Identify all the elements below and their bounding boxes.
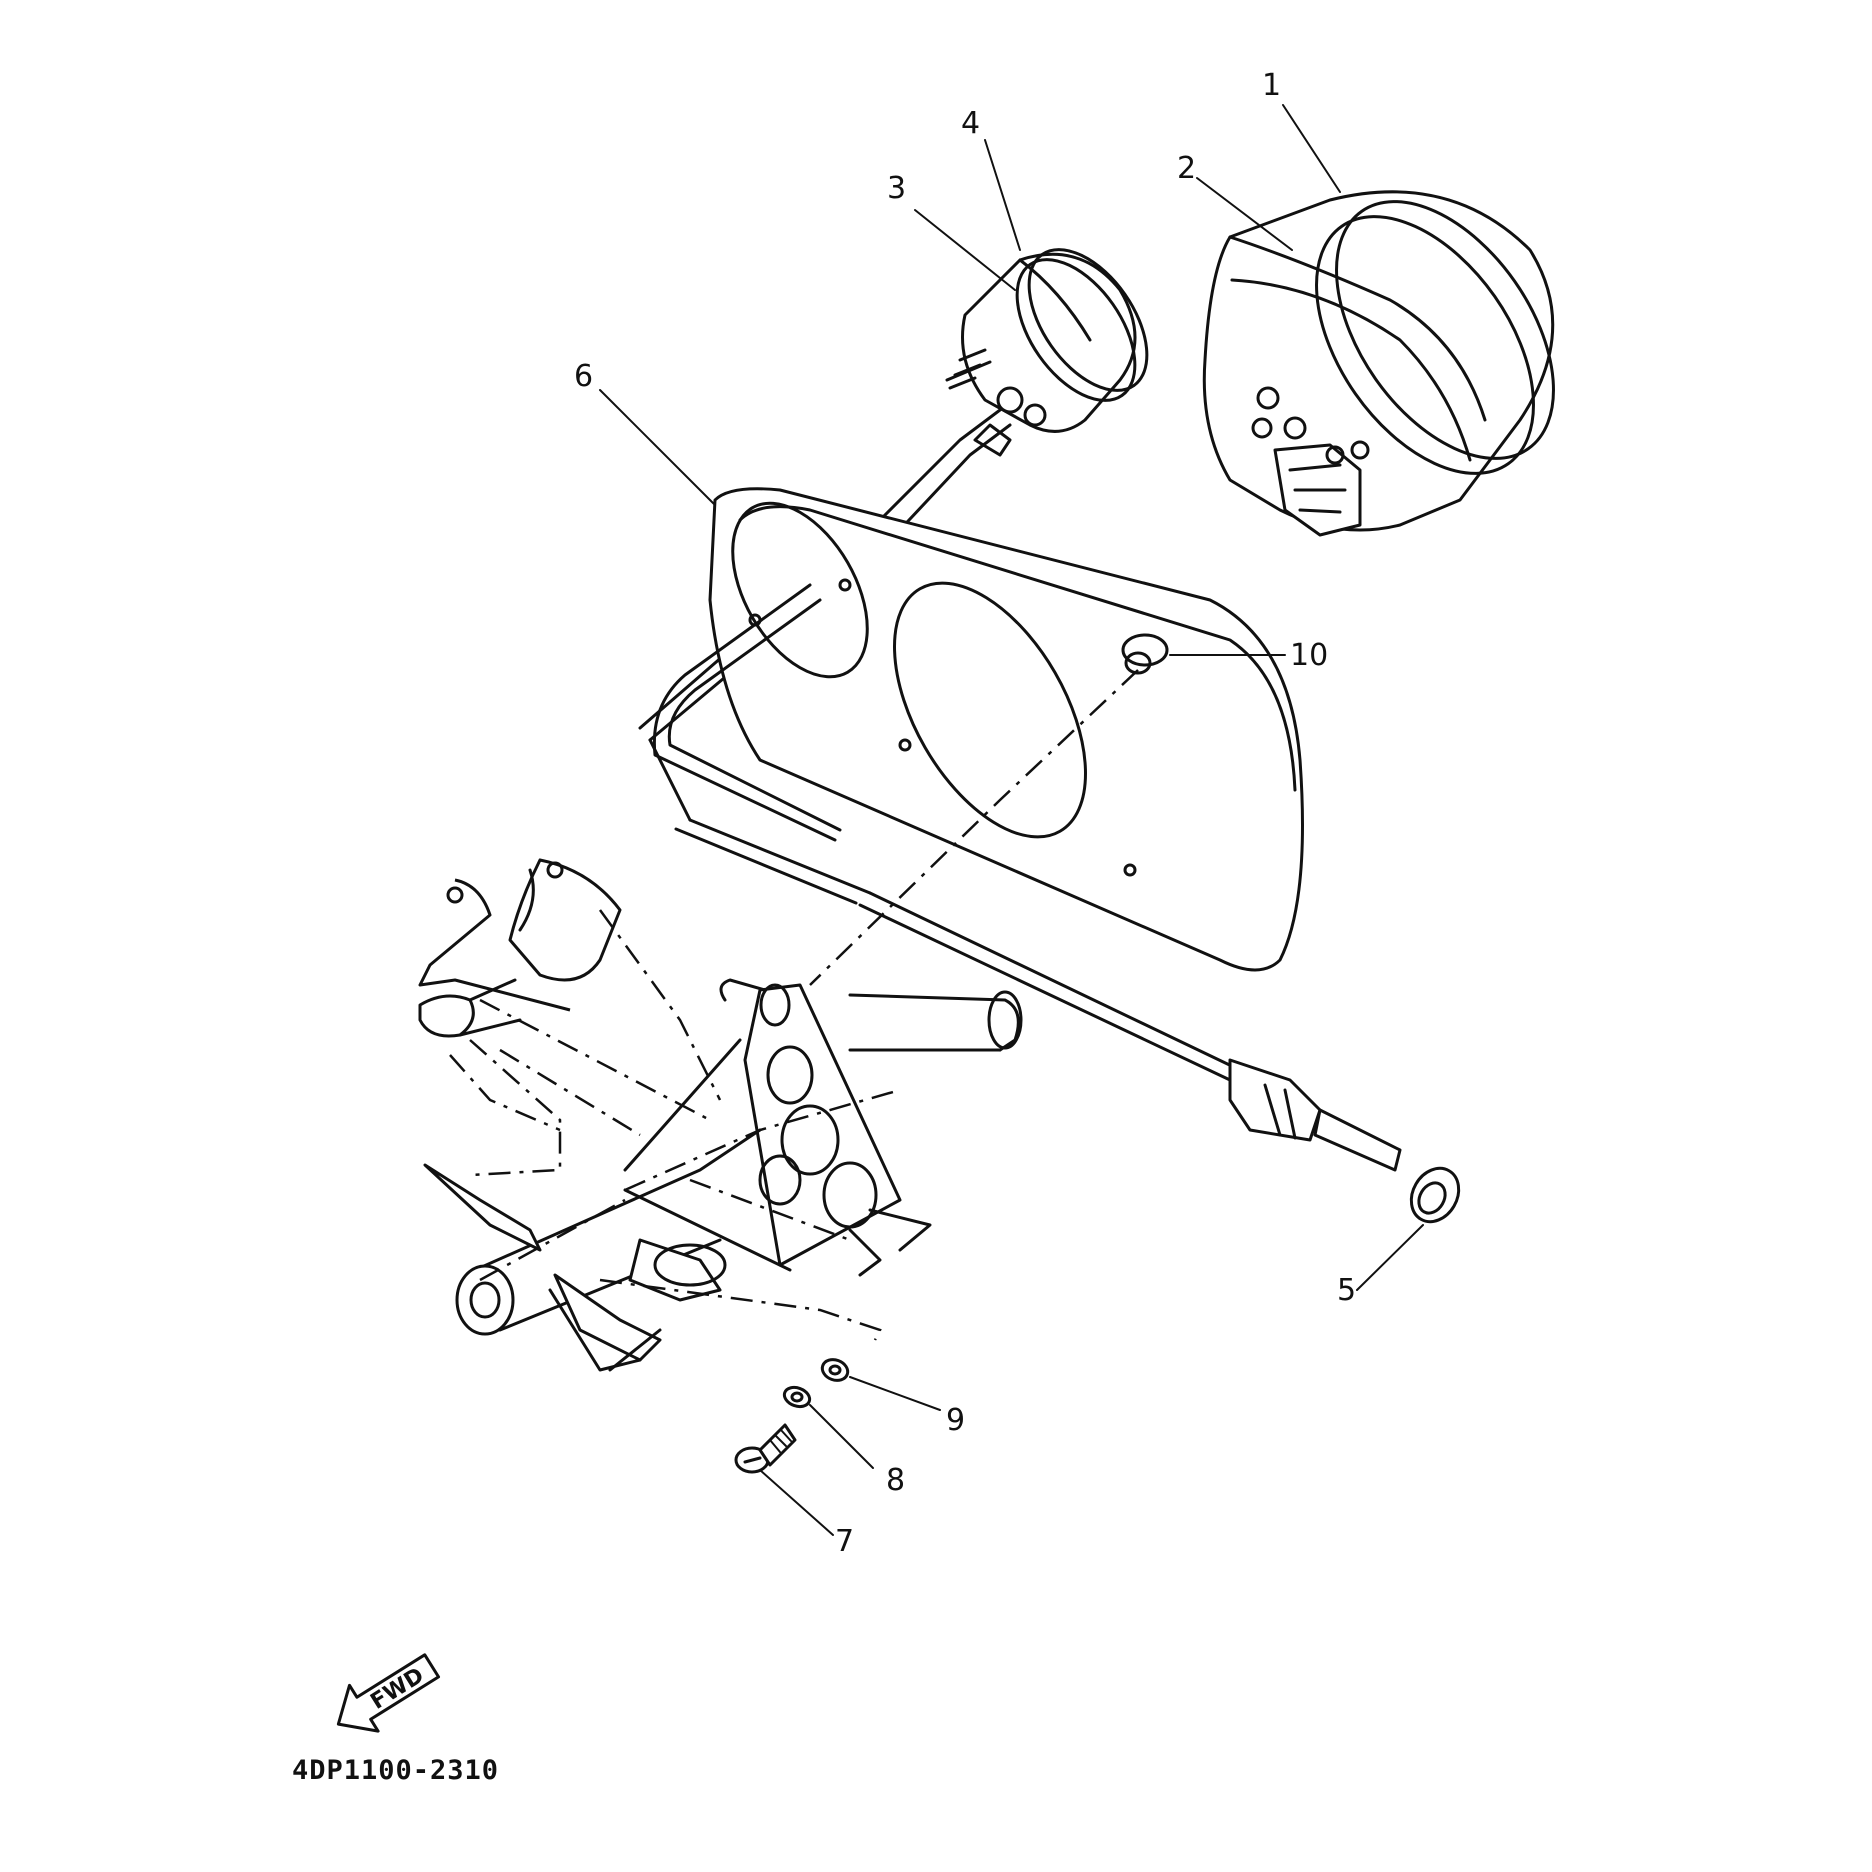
lower-frame-bracket [418,858,1023,1372]
callout-8: 8 [886,1463,905,1498]
callout-10: 10 [1290,638,1328,673]
callout-2: 2 [1177,151,1196,186]
washer-5 [1409,1166,1461,1224]
speedometer-assembly [1202,190,1555,537]
callout-4: 4 [961,106,980,141]
callout-labels: 1 2 3 4 5 6 7 8 9 10 [574,68,1356,1559]
leader-lines [599,104,1424,1536]
callout-3: 3 [887,171,906,206]
bolt-7 [734,1423,797,1474]
callout-6: 6 [574,359,593,394]
callout-9: 9 [946,1403,965,1438]
callout-1: 1 [1262,68,1281,103]
tachometer-assembly [945,248,1149,433]
callout-5: 5 [1337,1273,1356,1308]
diagram-code: 4DP1100-2310 [292,1755,499,1786]
grommet-10 [809,633,1169,986]
fwd-arrow-icon: FWD [336,1653,441,1733]
washer-8 [782,1385,812,1409]
callout-7: 7 [835,1524,854,1559]
meter-bracket-panel [652,487,1304,972]
washer-9 [820,1358,850,1382]
